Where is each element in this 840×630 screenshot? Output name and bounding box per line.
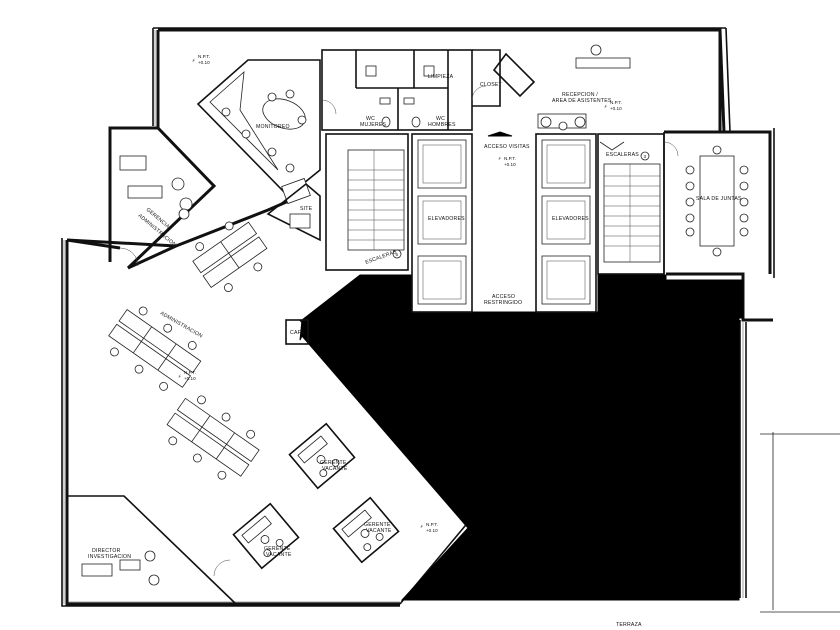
stair-number-left: 5 — [396, 252, 399, 257]
label-cafe: CAFE — [290, 330, 305, 336]
void-area — [299, 274, 744, 601]
label-closet: CLOSET — [480, 82, 503, 88]
entry-arrow-icon — [487, 131, 513, 137]
label-terraza: TERRAZA — [616, 622, 642, 628]
label-limpieza: LIMPIEZA — [428, 74, 454, 80]
level-icon: ⚡ — [178, 374, 181, 379]
svg-text:INVESTIGACION: INVESTIGACION — [88, 554, 131, 560]
label-acceso-restringido: ACCESO — [492, 294, 515, 300]
svg-text:HOMBRES: HOMBRES — [428, 122, 456, 128]
cafe-room — [285, 319, 309, 345]
gerencia-room — [119, 155, 193, 220]
level-icon: ⚡ — [604, 104, 607, 109]
label-monitoreo: MONITOREO — [256, 124, 290, 130]
svg-text:+0.10: +0.10 — [504, 162, 516, 167]
label-acceso-visitas: ACCESO VISITAS — [484, 144, 530, 150]
level-marker-1: ⚡ N.P.T. +0.10 — [192, 54, 210, 65]
svg-text:RESTRINGIDO: RESTRINGIDO — [484, 300, 522, 306]
svg-text:+0.10: +0.10 — [426, 528, 438, 533]
label-gerente-vacante-b: GERENTE — [264, 546, 291, 552]
svg-text:VACANTE: VACANTE — [322, 466, 348, 472]
label-gerente-vacante-c: GERENTE — [364, 522, 391, 528]
label-escaleras-right: ESCALERAS — [606, 152, 639, 158]
svg-text:+0.10: +0.10 — [198, 60, 210, 65]
svg-text:N.P.T.: N.P.T. — [184, 370, 196, 375]
workstations — [108, 221, 268, 480]
director-office — [67, 495, 237, 605]
svg-text:+0.10: +0.10 — [184, 376, 196, 381]
monitoreo-room — [196, 59, 321, 205]
svg-text:N.P.T.: N.P.T. — [426, 522, 438, 527]
label-escaleras-left: ESCALERAS — [365, 249, 398, 266]
site-room — [266, 182, 321, 242]
level-marker-5: ⚡ N.P.T. +0.10 — [420, 522, 438, 533]
svg-text:N.P.T.: N.P.T. — [198, 54, 210, 59]
gerente-offices — [232, 422, 400, 570]
level-marker-3: ⚡ N.P.T. +0.10 — [498, 156, 516, 167]
svg-text:N.P.T.: N.P.T. — [504, 156, 516, 161]
door-swings — [119, 85, 679, 577]
stair-number-right: 3 — [644, 154, 647, 159]
level-icon: ⚡ — [192, 58, 195, 63]
level-icon: ⚡ — [420, 524, 423, 529]
label-elevadores-left: ELEVADORES — [428, 216, 465, 222]
room-labels: LIMPIEZA CLOSET WC MUJERES WC HOMBRES RE… — [88, 74, 742, 628]
core — [325, 131, 665, 313]
svg-text:N.P.T.: N.P.T. — [610, 100, 622, 105]
svg-text:+0.10: +0.10 — [610, 106, 622, 111]
svg-text:MUJERES: MUJERES — [360, 122, 387, 128]
label-recepcion: RECEPCION / — [562, 92, 598, 98]
label-site: SITE — [300, 206, 313, 212]
label-wc-hombres: WC — [436, 116, 445, 122]
svg-text:VACANTE: VACANTE — [266, 552, 292, 558]
label-elevadores-right: ELEVADORES — [552, 216, 589, 222]
level-icon: ⚡ — [498, 156, 501, 161]
service-rooms — [321, 49, 536, 131]
svg-text:VACANTE: VACANTE — [366, 528, 392, 534]
label-director: DIRECTOR — [92, 548, 121, 554]
label-sala-de-juntas: SALA DE JUNTAS — [696, 196, 742, 202]
level-marker-4: ⚡ N.P.T. +0.10 — [178, 370, 196, 381]
svg-text:AREA DE ASISTENTES: AREA DE ASISTENTES — [552, 98, 612, 104]
label-wc-mujeres: WC — [366, 116, 375, 122]
label-gerente-vacante-a: GERENTE — [320, 460, 347, 466]
level-marker-2: ⚡ N.P.T. +0.10 — [604, 100, 622, 111]
reception-area — [537, 44, 631, 151]
sala-de-juntas — [663, 132, 749, 274]
